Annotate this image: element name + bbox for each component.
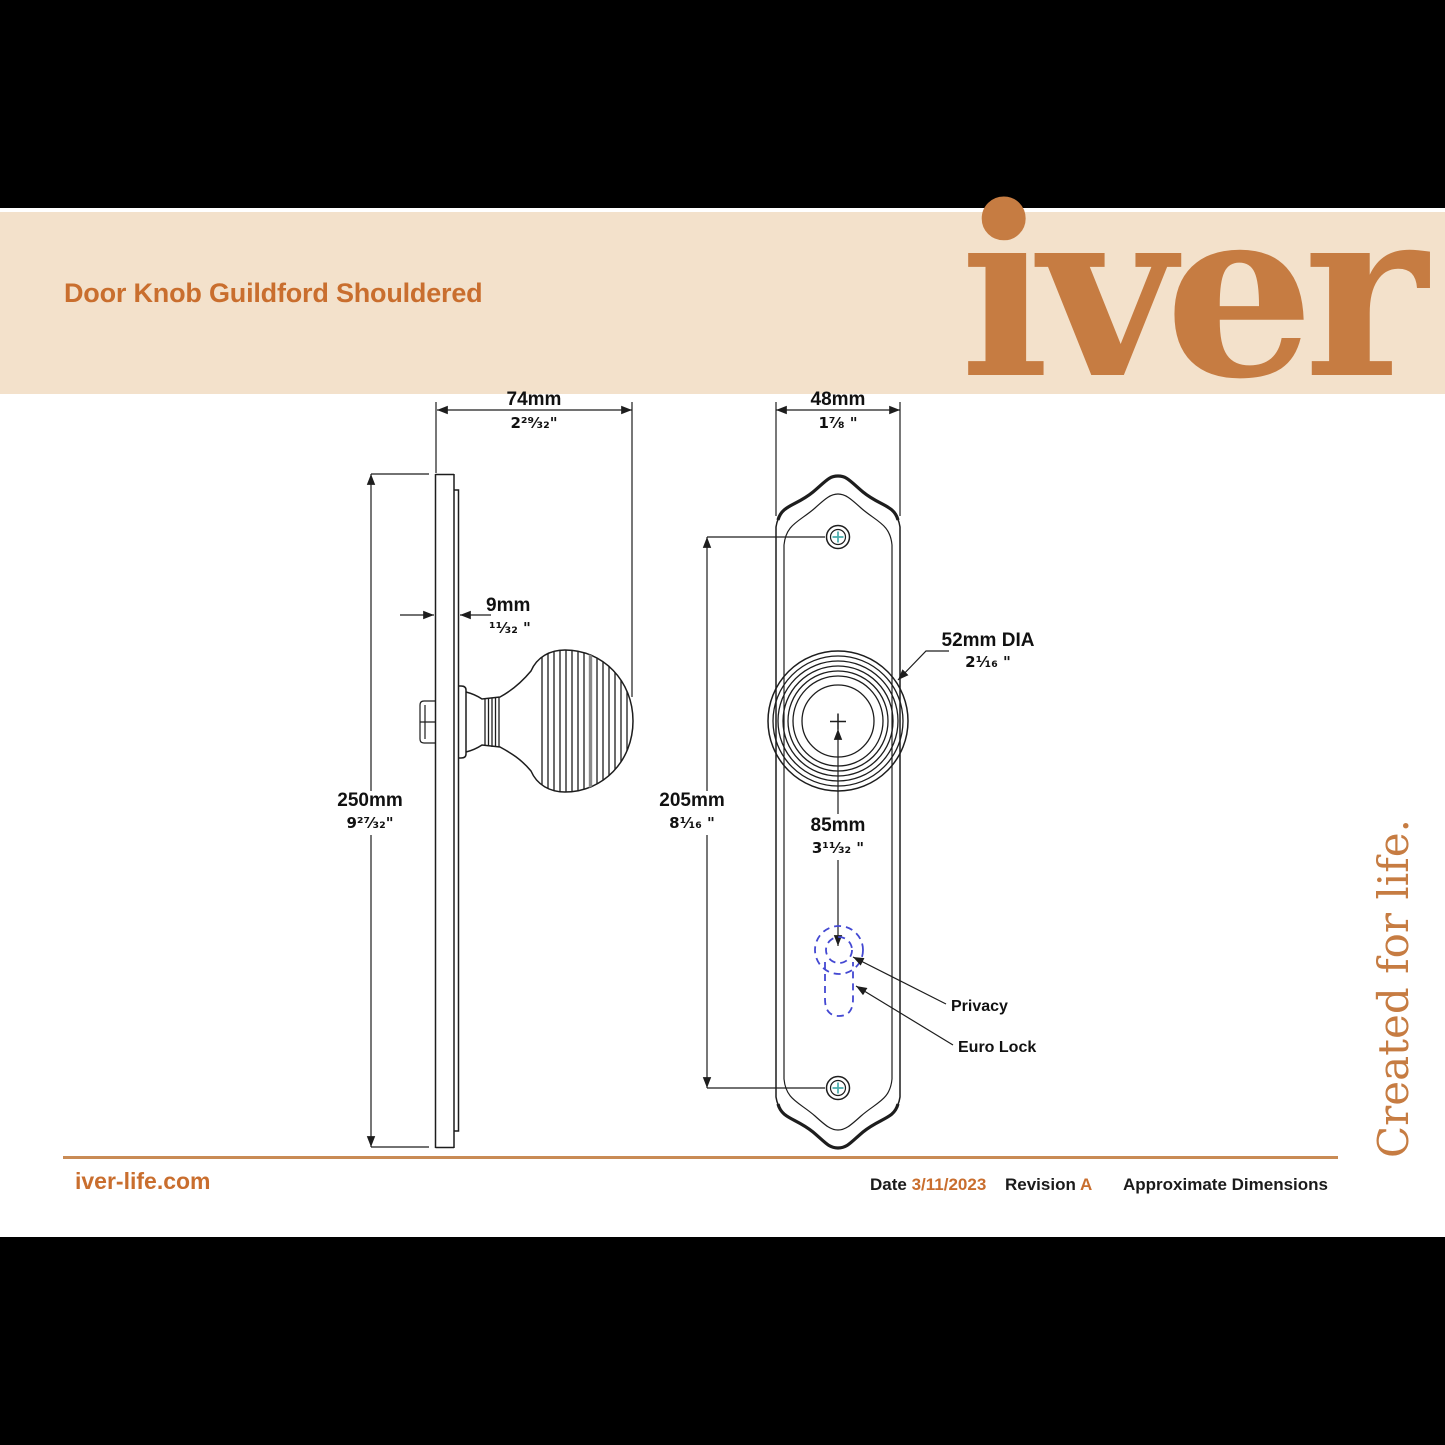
date-value: 3/11/2023 (911, 1175, 987, 1194)
dimensions-note: Approximate Dimensions (1123, 1175, 1328, 1194)
dim-plate-thickness-in: ¹¹⁄₃₂ " (489, 619, 531, 637)
dim-plate-width-in: 1⁷⁄₈ " (818, 414, 857, 432)
knob-front-face (767, 650, 909, 792)
side-view-drawing: 74mm 2²⁹⁄₃₂" 9mm ¹¹⁄₃₂ " 250mm 9²⁷⁄₃₂" (337, 389, 634, 1149)
dim-knob-diameter-mm: 52mm DIA (942, 630, 1035, 651)
date-field: Date 3/11/2023 (870, 1175, 986, 1195)
knob-bulb-reeding (541, 650, 628, 792)
page-title: Door Knob Guildford Shouldered (64, 278, 483, 308)
callout-privacy: Privacy (951, 998, 1008, 1015)
dim-keyhole-centre-in: 3¹¹⁄₃₂ " (812, 839, 864, 857)
dim-side-height-in: 9²⁷⁄₃₂" (346, 814, 393, 832)
footer-divider (63, 1156, 1338, 1159)
dim-keyhole-centre-mm: 85mm (811, 815, 866, 836)
dim-side-width-mm: 74mm (507, 389, 562, 410)
knob-collar-reeding (484, 697, 500, 747)
dim-plate-width-mm: 48mm (811, 389, 866, 410)
front-view-drawing: 48mm 1⁷⁄₈ " 205mm 8¹⁄₁₆ " 85mm 3¹¹⁄₃₂ " … (649, 389, 1036, 1150)
revision-label: Revision (1005, 1175, 1076, 1194)
date-label: Date (870, 1175, 907, 1194)
keyhole-cutout (814, 925, 864, 1017)
dim-knob-diameter-in: 2¹⁄₁₆ " (965, 653, 1011, 671)
dim-side-width-in: 2²⁹⁄₃₂" (510, 414, 557, 432)
revision-value: A (1079, 1175, 1093, 1194)
top-screw-hole (825, 524, 851, 550)
dim-hole-centres-mm: 205mm (659, 790, 725, 811)
dim-side-height-mm: 250mm (337, 790, 403, 811)
bottom-screw-hole (825, 1075, 851, 1101)
dim-hole-centres-in: 8¹⁄₁₆ " (669, 814, 715, 832)
header-banner (0, 212, 1445, 394)
callout-euro-lock: Euro Lock (958, 1039, 1036, 1056)
dim-plate-thickness-mm: 9mm (486, 595, 530, 616)
revision-field: Revision A (1005, 1175, 1092, 1195)
brand-logo: iver (960, 155, 1427, 431)
website-link[interactable]: iver-life.com (75, 1168, 211, 1194)
